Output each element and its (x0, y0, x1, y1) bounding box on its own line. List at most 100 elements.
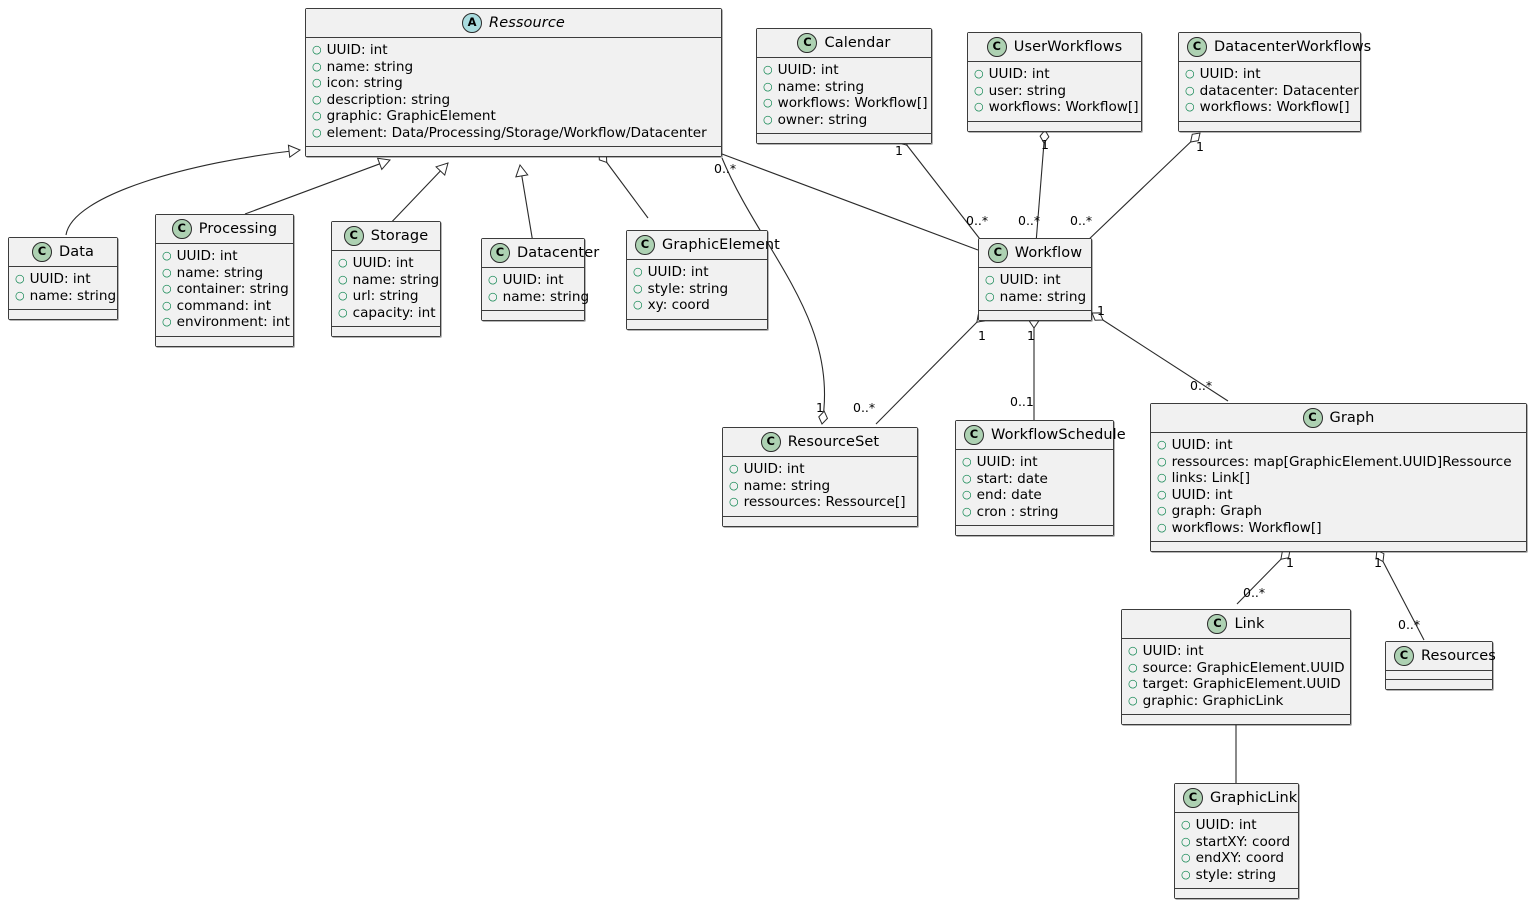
visibility-public-icon: ○ (312, 109, 322, 122)
class-title: Ressource (489, 15, 565, 31)
attribute-row: ○name: string (338, 272, 439, 289)
visibility-public-icon: ○ (1128, 660, 1138, 674)
visibility-public-icon: ○ (985, 289, 995, 303)
attributes-compartment: ○UUID: int ○name: string ○ressources: Re… (723, 457, 917, 517)
visibility-public-icon: ○ (1157, 438, 1167, 451)
attribute-row: ○workflows: Workflow[] (1185, 99, 1354, 116)
class-datacenter[interactable]: C Datacenter ○UUID: int ○name: string (481, 238, 599, 321)
class-badge-icon: C (1207, 614, 1228, 634)
class-title: UserWorkflows (1013, 39, 1123, 55)
attribute-row: ○capacity: int (338, 305, 436, 322)
class-resources[interactable]: C Resources (1385, 641, 1496, 690)
class-header: C Resources (1386, 642, 1496, 671)
class-badge-icon: C (1394, 646, 1414, 666)
visibility-public-icon: ○ (312, 92, 322, 106)
attribute-text: UUID: int (976, 454, 1038, 470)
class-graphicelement[interactable]: C GraphicElement ○UUID: int ○style: stri… (626, 230, 780, 330)
class-storage[interactable]: C Storage ○UUID: int ○name: string ○url:… (331, 221, 441, 337)
class-header: C Workflow (979, 239, 1091, 268)
visibility-public-icon: ○ (1185, 67, 1195, 80)
class-title: Data (58, 244, 95, 260)
class-resourceset[interactable]: C ResourceSet ○UUID: int ○name: string ○… (722, 427, 918, 527)
class-link[interactable]: C Link ○UUID: int ○source: GraphicElemen… (1121, 609, 1351, 725)
multiplicity-label: 0..* (714, 161, 737, 176)
attribute-row: ○UUID: int (1185, 66, 1354, 83)
attribute-text: datacenter: Datacenter (1199, 82, 1359, 99)
class-header: C Processing (156, 215, 293, 244)
attribute-row: ○user: string (974, 83, 1135, 100)
attribute-row: ○name: string (985, 289, 1086, 306)
attribute-row: ○UUID: int (1181, 817, 1292, 834)
attribute-row: ○endXY: coord (1181, 850, 1292, 867)
multiplicity-label: 1 (1097, 303, 1105, 318)
attributes-compartment: ○UUID: int ○name: string ○workflows: Wor… (757, 58, 931, 134)
visibility-public-icon: ○ (488, 289, 498, 303)
class-datacenterworkflows[interactable]: C DatacenterWorkflows ○UUID: int ○datace… (1178, 32, 1371, 132)
class-workflowschedule[interactable]: C WorkflowSchedule ○UUID: int ○start: da… (955, 420, 1126, 536)
attribute-row: ○owner: string (763, 112, 925, 129)
class-graphiclink[interactable]: C GraphicLink ○UUID: int ○startXY: coord… (1174, 783, 1299, 899)
multiplicity-label: 1 (978, 328, 986, 343)
visibility-public-icon: ○ (312, 43, 322, 56)
attribute-text: element: Data/Processing/Storage/Workflo… (326, 124, 707, 141)
attribute-row: ○links: Link[] (1157, 470, 1520, 487)
visibility-public-icon: ○ (312, 76, 322, 89)
visibility-public-icon: ○ (1181, 818, 1191, 831)
attribute-text: xy: coord (647, 297, 710, 313)
class-processing[interactable]: C Processing ○UUID: int ○name: string ○c… (155, 214, 294, 347)
class-header: C Link (1122, 610, 1350, 639)
attribute-row: ○startXY: coord (1181, 834, 1292, 851)
attribute-text: user: string (988, 82, 1066, 99)
attribute-row: ○ icon: string (312, 75, 715, 92)
methods-compartment (979, 311, 1091, 320)
attribute-text: environment: int (176, 314, 290, 330)
attribute-row: ○name: string (763, 79, 925, 96)
attributes-compartment: ○UUID: int ○source: GraphicElement.UUID … (1122, 639, 1350, 715)
class-badge-icon: C (987, 243, 1008, 263)
class-header: C WorkflowSchedule (956, 421, 1126, 450)
class-title: Storage (370, 228, 429, 244)
visibility-public-icon: ○ (763, 79, 773, 93)
visibility-public-icon: ○ (338, 272, 348, 286)
visibility-public-icon: ○ (1185, 100, 1195, 113)
class-graph[interactable]: C Graph ○UUID: int ○ressources: map[Grap… (1150, 403, 1527, 552)
visibility-public-icon: ○ (974, 67, 984, 80)
attribute-row: ○cron : string (962, 504, 1107, 521)
multiplicity-label: 1 (816, 400, 824, 415)
methods-compartment (1151, 542, 1526, 551)
attribute-text: ressources: Ressource[] (743, 494, 906, 510)
class-header: C UserWorkflows (968, 33, 1141, 62)
attribute-text: target: GraphicElement.UUID (1142, 676, 1341, 692)
class-data[interactable]: C Data ○UUID: int ○name: string (8, 237, 118, 320)
attribute-text: name: string (176, 264, 264, 281)
attribute-text: UUID: int (1142, 643, 1204, 659)
class-badge-icon: C (1183, 788, 1203, 808)
visibility-public-icon: ○ (962, 488, 972, 501)
multiplicity-label: 0..* (1018, 213, 1041, 228)
attribute-text: icon: string (326, 75, 403, 91)
attributes-compartment: ○UUID: int ○user: string ○workflows: Wor… (968, 62, 1141, 122)
class-title: Graph (1329, 410, 1375, 426)
class-ressource[interactable]: A Ressource ○UUID: int ○name: string ○ic… (305, 8, 722, 157)
class-badge-icon: C (797, 33, 818, 53)
class-workflow[interactable]: C Workflow ○UUID: int ○name: string (978, 238, 1092, 321)
class-title: Link (1234, 616, 1265, 632)
attribute-row: ○datacenter: Datacenter (1185, 83, 1359, 100)
class-userworkflows[interactable]: C UserWorkflows ○UUID: int ○user: string… (967, 32, 1142, 132)
attribute-text: UUID: int (176, 248, 238, 264)
attribute-row: ○target: GraphicElement.UUID (1128, 676, 1344, 693)
class-header: C Storage (332, 222, 440, 251)
class-header: C DatacenterWorkflows (1179, 33, 1371, 62)
methods-compartment (1122, 715, 1350, 724)
attribute-row: ○container: string (162, 281, 289, 298)
class-calendar[interactable]: C Calendar ○UUID: int ○name: string ○wor… (756, 28, 932, 144)
visibility-public-icon: ○ (962, 471, 972, 485)
attribute-text: UUID: int (29, 271, 91, 287)
visibility-public-icon: ○ (1157, 487, 1167, 501)
multiplicity-label: 0..* (966, 213, 989, 228)
visibility-public-icon: ○ (162, 298, 172, 312)
class-header: C GraphicElement (627, 231, 780, 260)
attribute-text: source: GraphicElement.UUID (1142, 659, 1345, 676)
attribute-text: cron : string (976, 503, 1059, 520)
